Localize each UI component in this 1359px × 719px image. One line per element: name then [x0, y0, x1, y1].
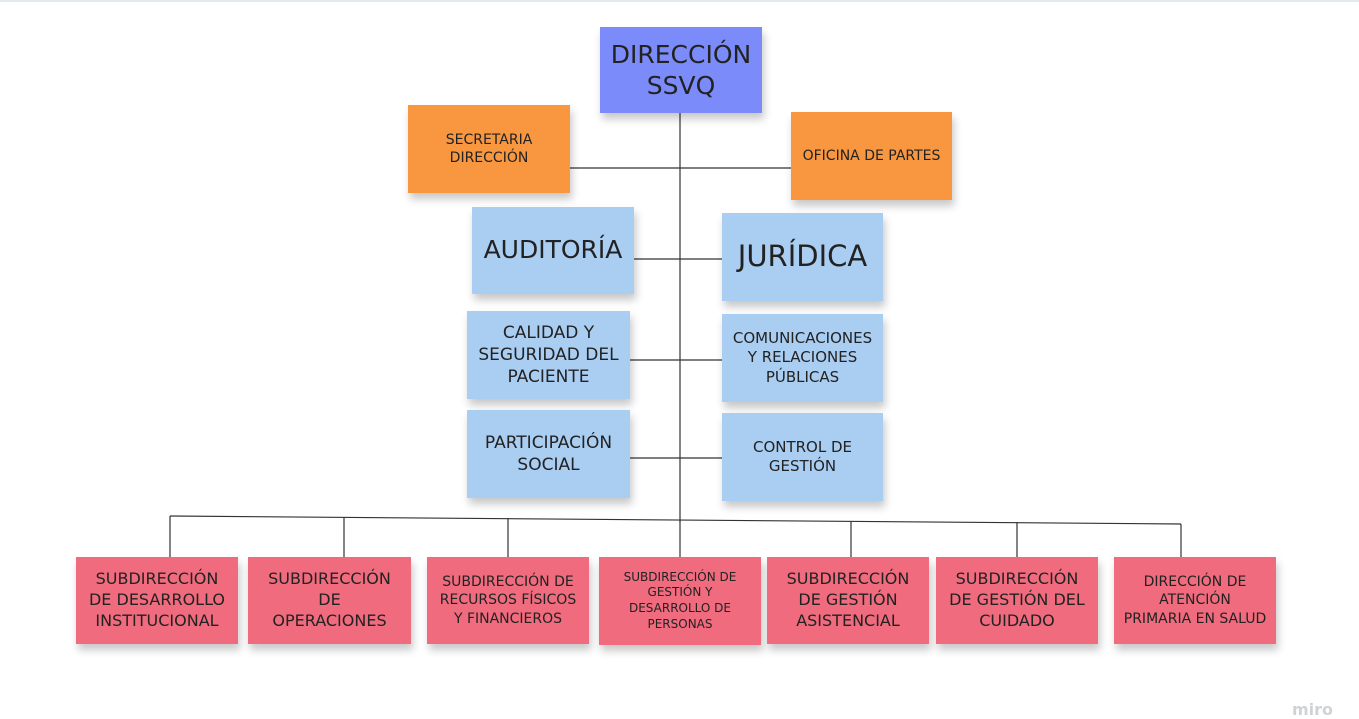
top-divider: [0, 0, 1359, 2]
node-direccion-atencion-primaria-salud[interactable]: DIRECCIÓN DE ATENCIÓN PRIMARIA EN SALUD: [1114, 557, 1276, 644]
node-subdireccion-desarrollo-institucional[interactable]: SUBDIRECCIÓN DE DESARROLLO INSTITUCIONAL: [76, 557, 238, 644]
subdivisions-bus: [169, 515, 1182, 525]
node-secretaria-direccion[interactable]: SECRETARIA DIRECCIÓN: [408, 105, 570, 193]
node-comunicaciones-relaciones-publicas[interactable]: COMUNICACIONES Y RELACIONES PÚBLICAS: [722, 314, 883, 402]
node-participacion-social[interactable]: PARTICIPACIÓN SOCIAL: [467, 410, 630, 498]
node-subdireccion-gestion-cuidado[interactable]: SUBDIRECCIÓN DE GESTIÓN DEL CUIDADO: [936, 557, 1098, 644]
node-juridica[interactable]: JURÍDICA: [722, 213, 883, 301]
node-subdireccion-recursos-fisicos-financieros[interactable]: SUBDIRECCIÓN DE RECURSOS FÍSICOS Y FINAN…: [427, 557, 589, 644]
node-calidad-seguridad-paciente[interactable]: CALIDAD Y SEGURIDAD DEL PACIENTE: [467, 311, 630, 399]
node-direccion-ssvq[interactable]: DIRECCIÓN SSVQ: [600, 27, 762, 113]
node-subdireccion-gestion-asistencial[interactable]: SUBDIRECCIÓN DE GESTIÓN ASISTENCIAL: [767, 557, 929, 644]
node-subdireccion-gestion-desarrollo-personas[interactable]: SUBDIRECCIÓN DE GESTIÓN Y DESARROLLO DE …: [599, 557, 761, 645]
node-control-de-gestion[interactable]: CONTROL DE GESTIÓN: [722, 413, 883, 501]
node-subdireccion-operaciones[interactable]: SUBDIRECCIÓN DE OPERACIONES: [248, 557, 411, 644]
miro-watermark: miro: [1291, 700, 1333, 719]
node-auditoria[interactable]: AUDITORÍA: [472, 207, 634, 294]
node-oficina-de-partes[interactable]: OFICINA DE PARTES: [791, 112, 952, 200]
